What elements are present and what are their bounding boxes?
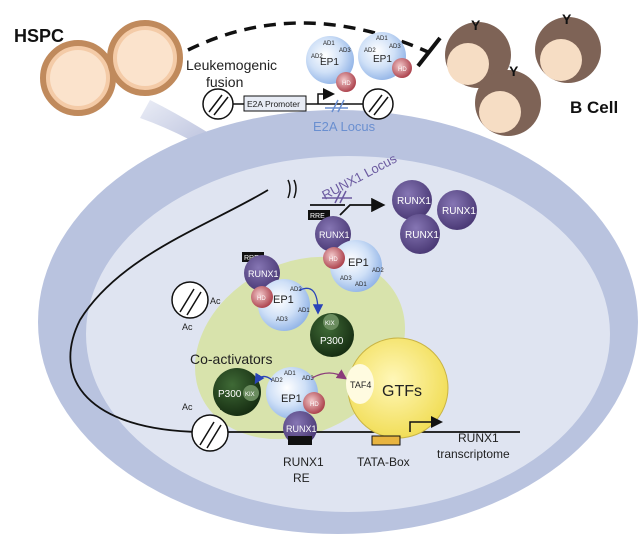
- svg-text:KIX: KIX: [245, 392, 255, 398]
- runx1-transcriptome-label-1: RUNX1: [458, 431, 499, 445]
- runx1-tss-arrow: [339, 197, 386, 216]
- ac-mark-2: Ac: [182, 322, 193, 332]
- svg-text:AD1: AD1: [284, 371, 296, 377]
- b-cell-y-2: Y: [562, 11, 572, 27]
- runx1-transcriptome-label-2: transcriptome: [437, 447, 510, 461]
- runx1-protein-free-2: RUNX1: [437, 190, 477, 230]
- inhibition-bar: [416, 36, 442, 68]
- e2a-locus: E2A Promoter: [202, 88, 394, 120]
- ac-mark-3: Ac: [182, 402, 193, 412]
- svg-text:RUNX1: RUNX1: [319, 230, 350, 240]
- svg-text:HD: HD: [398, 67, 407, 73]
- svg-text:EP1: EP1: [273, 294, 294, 306]
- b-cells: [445, 17, 601, 136]
- svg-text:EP1: EP1: [373, 54, 392, 65]
- svg-text:RUNX1: RUNX1: [286, 424, 317, 434]
- svg-text:KIX: KIX: [325, 321, 335, 327]
- svg-text:TAF4: TAF4: [350, 380, 371, 390]
- svg-text:P300: P300: [218, 389, 242, 400]
- svg-text:AD3: AD3: [389, 44, 401, 50]
- p300-lower: KIX P300: [213, 368, 261, 416]
- svg-text:HD: HD: [329, 257, 338, 263]
- svg-text:AD3: AD3: [302, 376, 314, 382]
- e2a-promoter-label: E2A Promoter: [247, 99, 300, 109]
- svg-text:HD: HD: [342, 81, 351, 87]
- leukemogenic-label: Leukemogenic: [186, 57, 277, 73]
- svg-text:RRE: RRE: [310, 213, 325, 220]
- svg-text:HD: HD: [310, 402, 319, 408]
- svg-text:AD3: AD3: [276, 317, 288, 323]
- hspc-label: HSPC: [14, 26, 64, 46]
- runx1-re-box: [288, 436, 312, 445]
- ep1-protein-mid: EP1 HD AD2 AD1 AD3: [251, 279, 310, 331]
- p300-mid: KIX P300: [310, 313, 354, 357]
- runx1-protein-free-1: RUNX1: [392, 180, 432, 220]
- svg-text:AD1: AD1: [355, 282, 367, 288]
- runx1-re-label-2: RE: [293, 471, 310, 485]
- hspc-cells: [40, 20, 183, 116]
- svg-text:RUNX1: RUNX1: [442, 206, 476, 217]
- svg-text:AD2: AD2: [271, 378, 283, 384]
- fusion-label: fusion: [206, 74, 243, 90]
- b-cell-y-1: Y: [471, 17, 481, 33]
- nucleosome-bottom: [191, 414, 229, 452]
- ep1-protein-locus: EP1 HD AD1 AD2 AD3: [323, 240, 384, 292]
- svg-text:RUNX1: RUNX1: [248, 269, 279, 279]
- svg-text:P300: P300: [320, 336, 344, 347]
- runx1-protein-locus: RUNX1: [315, 216, 351, 252]
- tata-box-label: TATA-Box: [357, 455, 410, 469]
- tata-box: [371, 435, 401, 446]
- ac-mark-1: Ac: [210, 296, 221, 306]
- svg-text:EP1: EP1: [348, 257, 369, 269]
- rre-box-top: RRE: [308, 210, 330, 220]
- chromatin-strand: [69, 189, 520, 433]
- svg-text:AD1: AD1: [376, 36, 388, 42]
- coactivators-label: Co-activators: [190, 351, 272, 367]
- svg-text:AD1: AD1: [298, 308, 310, 314]
- svg-text:RUNX1: RUNX1: [397, 196, 431, 207]
- e2a-locus-label: E2A Locus: [313, 119, 376, 134]
- svg-text:AD3: AD3: [339, 48, 351, 54]
- svg-text:AD3: AD3: [340, 276, 352, 282]
- runx1-protein-mid: RUNX1: [244, 255, 280, 291]
- svg-text:HD: HD: [257, 296, 266, 302]
- svg-text:RUNX1: RUNX1: [405, 230, 439, 241]
- svg-text:EP1: EP1: [320, 57, 339, 68]
- ep1-fusion-protein-top-right: EP1 AD1 AD2 AD3 HD: [358, 32, 412, 80]
- b-cell-y-3: Y: [509, 63, 519, 79]
- ep1-protein-lower: EP1 HD AD1 AD2 AD3: [266, 367, 325, 419]
- svg-text:EP1: EP1: [281, 393, 302, 405]
- inhibition-dashed-line: [187, 21, 429, 54]
- ep1-fusion-protein-top-left: EP1 AD1 AD2 AD3 HD: [306, 36, 356, 92]
- transcription-start-arrow: [409, 416, 443, 432]
- b-cell-label: B Cell: [570, 98, 618, 117]
- svg-text:AD2: AD2: [311, 54, 323, 60]
- runx1-re-label-1: RUNX1: [283, 455, 324, 469]
- runx1-protein-free-3: RUNX1: [400, 214, 440, 254]
- svg-text:AD2: AD2: [364, 48, 376, 54]
- svg-text:GTFs: GTFs: [382, 383, 422, 400]
- svg-text:AD2: AD2: [372, 268, 384, 274]
- svg-text:AD1: AD1: [323, 41, 335, 47]
- nucleosome-left: [171, 281, 209, 319]
- svg-text:AD2: AD2: [290, 287, 302, 293]
